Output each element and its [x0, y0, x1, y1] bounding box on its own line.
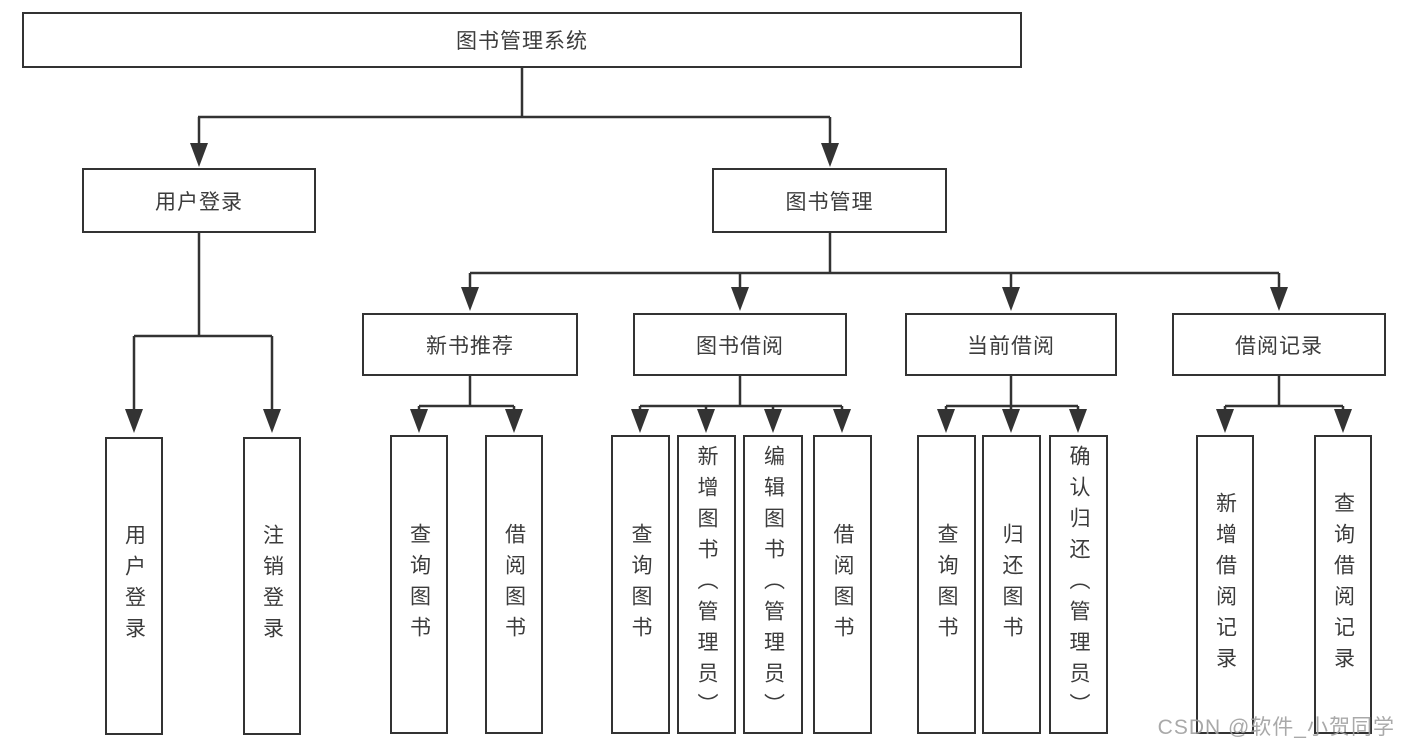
leaf-query-books-current-label: 查询图书: [935, 522, 958, 647]
leaf-logout: 注销登录: [243, 437, 301, 735]
edge-records-to-leaves: [1216, 376, 1352, 433]
leaf-edit-book-admin: 编辑图书（管理员）: [743, 435, 803, 734]
edge-current-to-leaves: [937, 376, 1087, 433]
leaf-borrow-books-recommend-label: 借阅图书: [502, 522, 526, 647]
node-book-management: 图书管理: [712, 168, 947, 233]
leaf-add-book-admin: 新增图书（管理员）: [677, 435, 736, 734]
leaf-return-books: 归还图书: [982, 435, 1041, 734]
leaf-query-books-borrowing-label: 查询图书: [629, 522, 652, 647]
leaf-query-books-current: 查询图书: [917, 435, 976, 734]
leaf-confirm-return-admin: 确认归还（管理员）: [1049, 435, 1108, 734]
edge-borrowing-to-leaves: [631, 376, 851, 433]
leaf-edit-book-admin-label: 编辑图书（管理员）: [761, 445, 785, 724]
edge-recommend-to-leaves: [410, 376, 523, 433]
leaf-query-books-borrowing: 查询图书: [611, 435, 670, 734]
leaf-add-borrow-record: 新增借阅记录: [1196, 435, 1254, 734]
leaf-add-book-admin-label: 新增图书（管理员）: [695, 445, 718, 724]
edge-login-to-leaves: [125, 233, 281, 433]
leaf-add-borrow-record-label: 新增借阅记录: [1213, 491, 1237, 678]
node-book-borrowing: 图书借阅: [633, 313, 847, 376]
leaf-borrow-books-recommend: 借阅图书: [485, 435, 543, 734]
edge-root-to-level2: [190, 68, 839, 167]
leaf-user-login-label: 用户登录: [122, 524, 146, 648]
node-root: 图书管理系统: [22, 12, 1022, 68]
leaf-return-books-label: 归还图书: [1000, 522, 1023, 647]
leaf-borrow-books-borrowing: 借阅图书: [813, 435, 872, 734]
node-user-login: 用户登录: [82, 168, 316, 233]
leaf-query-borrow-record-label: 查询借阅记录: [1331, 491, 1355, 678]
leaf-query-books-recommend-label: 查询图书: [407, 522, 431, 647]
node-borrowing-records: 借阅记录: [1172, 313, 1386, 376]
node-new-book-recommendation: 新书推荐: [362, 313, 578, 376]
node-current-borrowing: 当前借阅: [905, 313, 1117, 376]
leaf-query-borrow-record: 查询借阅记录: [1314, 435, 1372, 734]
edge-management-to-level3: [461, 233, 1288, 311]
leaf-query-books-recommend: 查询图书: [390, 435, 448, 734]
leaf-borrow-books-borrowing-label: 借阅图书: [831, 522, 854, 647]
leaf-logout-label: 注销登录: [260, 524, 284, 648]
leaf-user-login: 用户登录: [105, 437, 163, 735]
watermark-text: CSDN @软件_小贺同学: [1157, 716, 1395, 739]
leaf-confirm-return-admin-label: 确认归还（管理员）: [1067, 445, 1090, 724]
